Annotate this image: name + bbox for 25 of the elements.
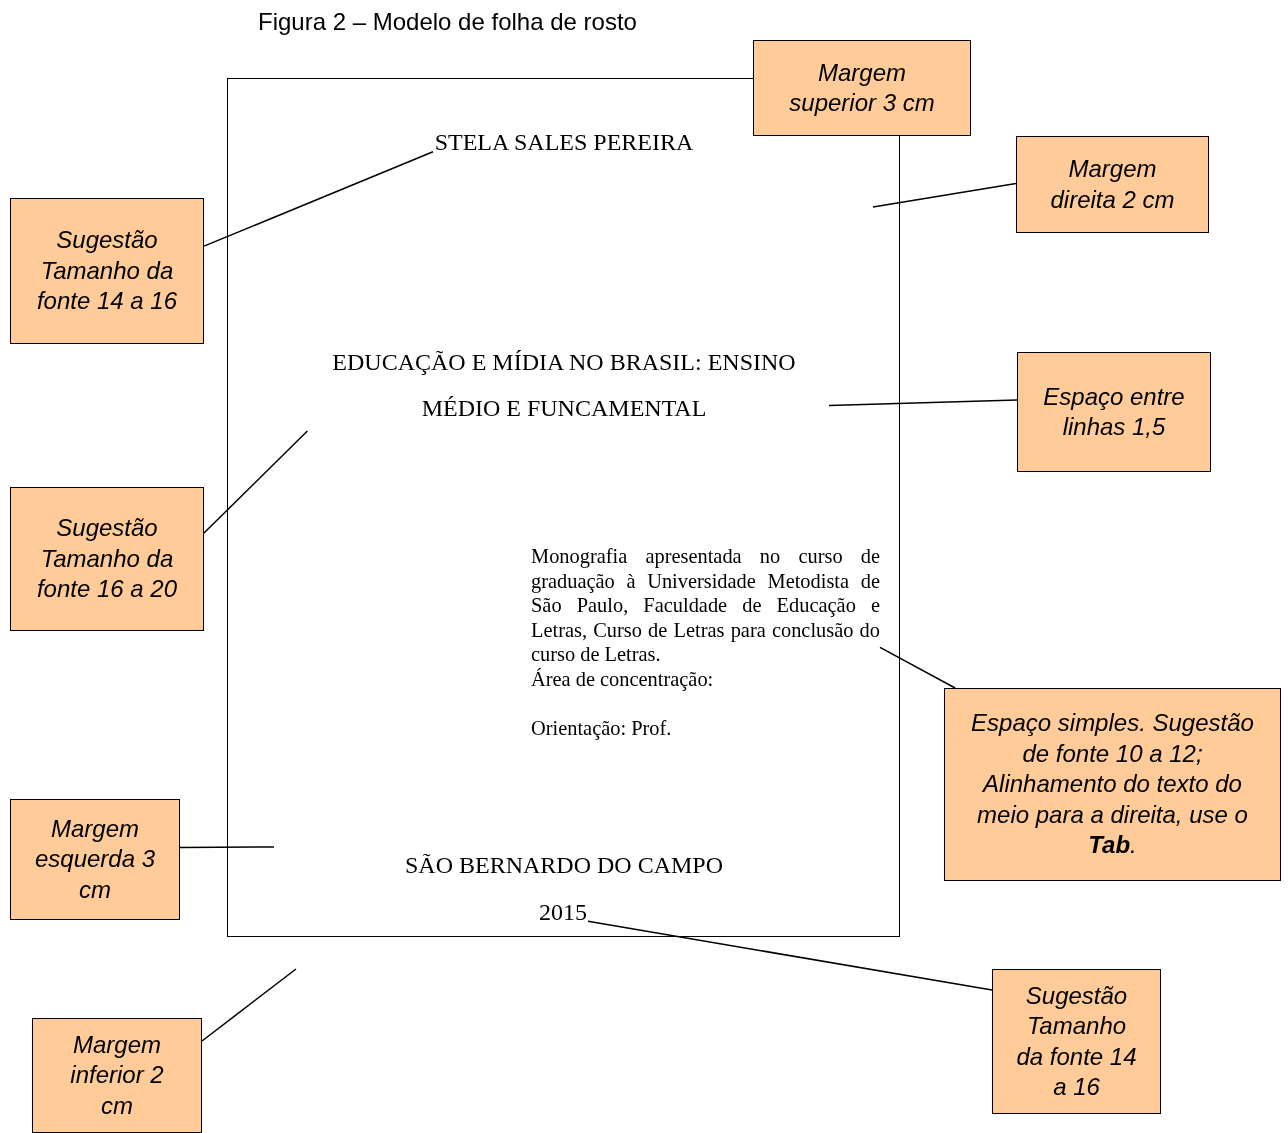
presentation-paragraph: Monografia apresentada no curso de graduação à Universidade Metodista de São Paulo, Faculdade de Educação e Letras, Curso de Letras para conclusão do curso de Letras. — [531, 544, 880, 667]
leader-line — [879, 646, 956, 689]
callout-box: Sugestão Tamanho da fonte 14 a 16 — [992, 969, 1161, 1114]
callout-box: Sugestão Tamanho da fonte 16 a 20 — [10, 487, 204, 631]
concentration-area-line: Área de concentração: — [531, 666, 715, 691]
year: 2015 — [538, 898, 588, 926]
leader-line — [179, 846, 275, 849]
leader-line — [203, 430, 309, 534]
leader-line — [828, 399, 1018, 407]
author-name: STELA SALES PEREIRA — [433, 128, 695, 156]
city-name: SÃO BERNARDO DO CAMPO — [385, 851, 743, 879]
figure-title: Figura 2 – Modelo de folha de rosto — [258, 8, 637, 36]
callout-box: Espaço simples. Sugestão de fonte 10 a 12; Alinhamento do texto do meio para a direita, use o Tab. — [944, 688, 1281, 881]
callout-box: Sugestão Tamanho da fonte 14 a 16 — [10, 198, 204, 344]
callout-box: Margem direita 2 cm — [1016, 136, 1209, 233]
callout-box: Margem superior 3 cm — [753, 40, 971, 136]
callout-box: Margem esquerda 3 cm — [10, 799, 180, 920]
advisor-line: Orientação: Prof. — [531, 715, 673, 740]
leader-line — [203, 151, 434, 247]
callout-box: Margem inferior 2 cm — [32, 1018, 202, 1133]
callout-box: Espaço entre linhas 1,5 — [1017, 352, 1211, 472]
leader-line — [872, 182, 1017, 208]
leader-line — [587, 920, 993, 991]
work-title: EDUCAÇÃO E MÍDIA NO BRASIL: ENSINO MÉDIO E FUNCAMENTAL — [299, 339, 829, 431]
leader-line — [201, 968, 297, 1042]
